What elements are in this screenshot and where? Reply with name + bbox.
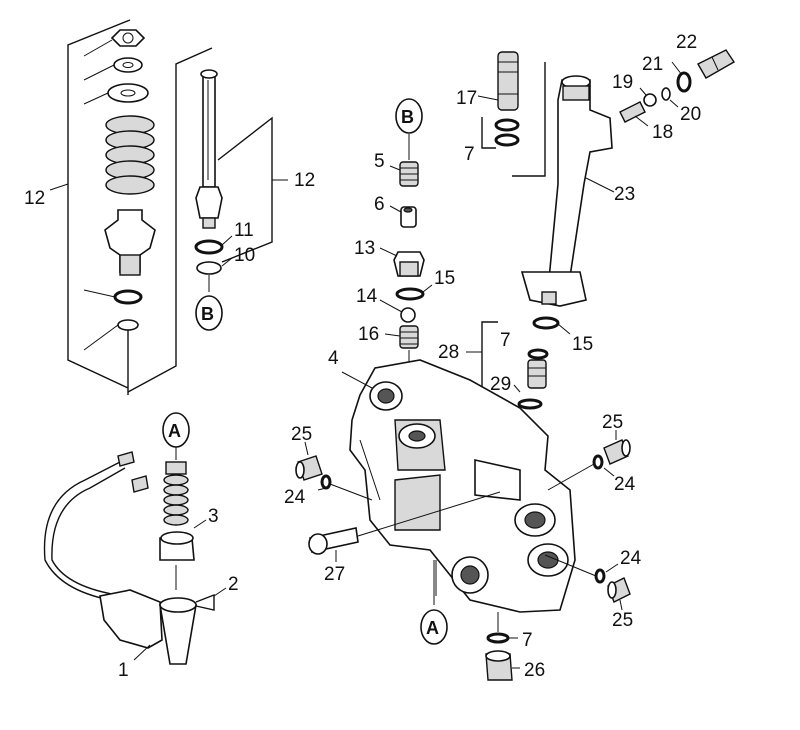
callout-12-right: 12: [294, 170, 315, 191]
callout-20: 20: [680, 104, 701, 125]
svg-text:A: A: [168, 421, 181, 441]
callout-19: 19: [612, 72, 633, 93]
plug-right-bottom: [544, 554, 631, 611]
callout-28: 28: [438, 342, 459, 363]
fitting-17: [477, 51, 546, 177]
connector-a-bottom: A: [420, 560, 448, 645]
callout-6: 6: [374, 194, 385, 215]
valve-spring: [105, 115, 155, 195]
piston-assembly: [127, 47, 288, 393]
callout-21: 21: [642, 54, 663, 75]
callout-3: 3: [208, 506, 219, 527]
callout-25-left: 25: [291, 424, 312, 445]
callout-2: 2: [228, 574, 239, 595]
callout-25-right-top: 25: [602, 412, 623, 433]
callout-15-right: 15: [572, 334, 593, 355]
svg-text:B: B: [401, 107, 414, 127]
callout-17: 17: [456, 88, 477, 109]
svg-text:A: A: [426, 618, 439, 638]
callout-24-right-top: 24: [614, 474, 636, 495]
callout-14: 14: [356, 286, 378, 307]
switch-cable-1: [43, 451, 227, 665]
callout-15-center: 15: [434, 268, 455, 289]
callout-10: 10: [234, 245, 255, 266]
outlet-pipe: [520, 75, 615, 307]
callout-24-right-bottom: 24: [620, 548, 642, 569]
pump-head-body: [341, 359, 576, 613]
pressure-switch-3: [159, 461, 207, 590]
callout-1: 1: [118, 660, 129, 681]
left-valve-assembly: [67, 19, 156, 395]
callout-12-left: 12: [24, 188, 45, 209]
connector-a-top: A: [162, 412, 190, 460]
callout-25-right-bottom: 25: [612, 610, 633, 631]
callout-7-middle: 7: [500, 330, 511, 351]
connector-b-right: B: [395, 98, 423, 134]
callout-18: 18: [652, 122, 673, 143]
callout-16: 16: [358, 324, 379, 345]
callout-22: 22: [676, 32, 697, 53]
connector-b-left: B: [195, 295, 223, 331]
callout-11: 11: [234, 220, 254, 241]
callout-27: 27: [324, 564, 345, 585]
svg-text:B: B: [201, 304, 214, 324]
plug-right-top: [547, 430, 631, 491]
check-valve-stack: [379, 134, 433, 430]
callout-7-top: 7: [464, 144, 475, 165]
callout-4: 4: [328, 348, 339, 369]
callout-29: 29: [490, 374, 511, 395]
callout-23: 23: [614, 184, 635, 205]
drain-plug: [485, 612, 520, 681]
callout-26: 26: [524, 660, 545, 681]
bolt-27: [308, 491, 501, 562]
outlet-fittings: [619, 49, 735, 127]
callout-24-left: 24: [284, 487, 306, 508]
callout-7-bottom: 7: [522, 630, 533, 651]
callout-13: 13: [354, 238, 375, 259]
callout-5: 5: [374, 151, 385, 172]
plug-left: [295, 441, 373, 501]
